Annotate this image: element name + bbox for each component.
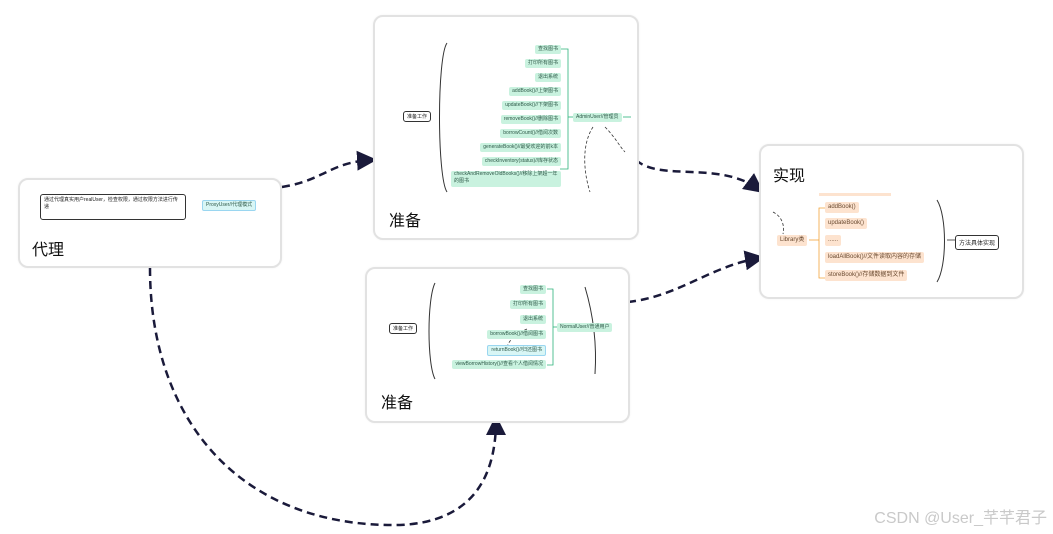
- impl-right: 方法具体实现: [955, 235, 1000, 250]
- impl-item-3: loadAllBook()//文件读取内容的存储: [825, 252, 925, 263]
- proxy-card-title: 代理: [32, 242, 65, 259]
- normal-item-5: viewBorrowHistory()//查看个人借阅情况: [452, 360, 546, 369]
- normal-card-title: 准备: [381, 395, 414, 412]
- impl-card-title: 实现: [773, 168, 806, 185]
- admin-item-4: updateBook()//下架图书: [502, 101, 561, 110]
- normal-card: 准备工作 查找图书 打印所有图书 退出系统 borrowBook()//借阅图书…: [365, 267, 630, 423]
- normal-root: 准备工作: [389, 323, 418, 334]
- impl-item-2: ......: [825, 235, 842, 246]
- admin-card-title: 准备: [389, 213, 422, 230]
- arrow-proxy-to-admin: [281, 150, 377, 189]
- admin-item-0: 查找图书: [534, 45, 561, 54]
- admin-item-5: removeBook()//删除图书: [500, 115, 561, 124]
- admin-item-3: addBook()//上架图书: [509, 87, 561, 96]
- proxy-card: 通过代理真实用户realUser，检查权限，通过权限方法进行传递 ProxyUs…: [18, 178, 282, 268]
- admin-item-1: 打印所有图书: [524, 59, 561, 68]
- normal-center: NormalUser//普通用户: [557, 323, 613, 332]
- watermark: CSDN @User_芊芊君子: [874, 510, 1047, 527]
- arrow-normal-to-impl: [627, 250, 765, 304]
- impl-item-1: updateBook(): [825, 218, 868, 229]
- impl-item-0: addBook(): [825, 202, 859, 213]
- normal-item-4: returnBook()//归还图书: [487, 345, 546, 356]
- normal-item-0: 查找图书: [519, 285, 546, 294]
- impl-item-4: storeBook()//存储数据到文件: [825, 270, 908, 281]
- normal-item-3: borrowBook()//借阅图书: [487, 330, 546, 339]
- admin-root: 准备工作: [403, 111, 432, 122]
- arrow-admin-to-impl: [635, 159, 765, 193]
- normal-item-1: 打印所有图书: [509, 300, 546, 309]
- admin-item-7: generateBook()//最受欢迎的前k本: [480, 143, 561, 152]
- admin-item-9: checkAndRemoveOldBooks()//移除上架超一年的图书: [451, 171, 561, 187]
- admin-card: 准备工作 查找图书 打印所有图书 退出系统 addBook()//上架图书 up…: [373, 15, 639, 240]
- admin-item-8: checkInventory(status)//库存状态: [481, 157, 561, 166]
- admin-center: AdminUser//管理员: [573, 113, 622, 122]
- impl-card: addBook() updateBook() ...... loadAllBoo…: [759, 144, 1024, 299]
- impl-center: Library类: [777, 235, 808, 246]
- admin-item-2: 退出系统: [534, 73, 561, 82]
- admin-item-6: borrowCount()//借阅次数: [500, 129, 561, 138]
- admin-branch-lines: [439, 42, 631, 193]
- impl-branch-lines: [772, 193, 955, 283]
- proxy-node: ProxyUser//代理模式: [202, 200, 257, 211]
- proxy-note: 通过代理真实用户realUser，检查权限，通过权限方法进行传递: [40, 194, 186, 220]
- normal-item-2: 退出系统: [519, 315, 546, 324]
